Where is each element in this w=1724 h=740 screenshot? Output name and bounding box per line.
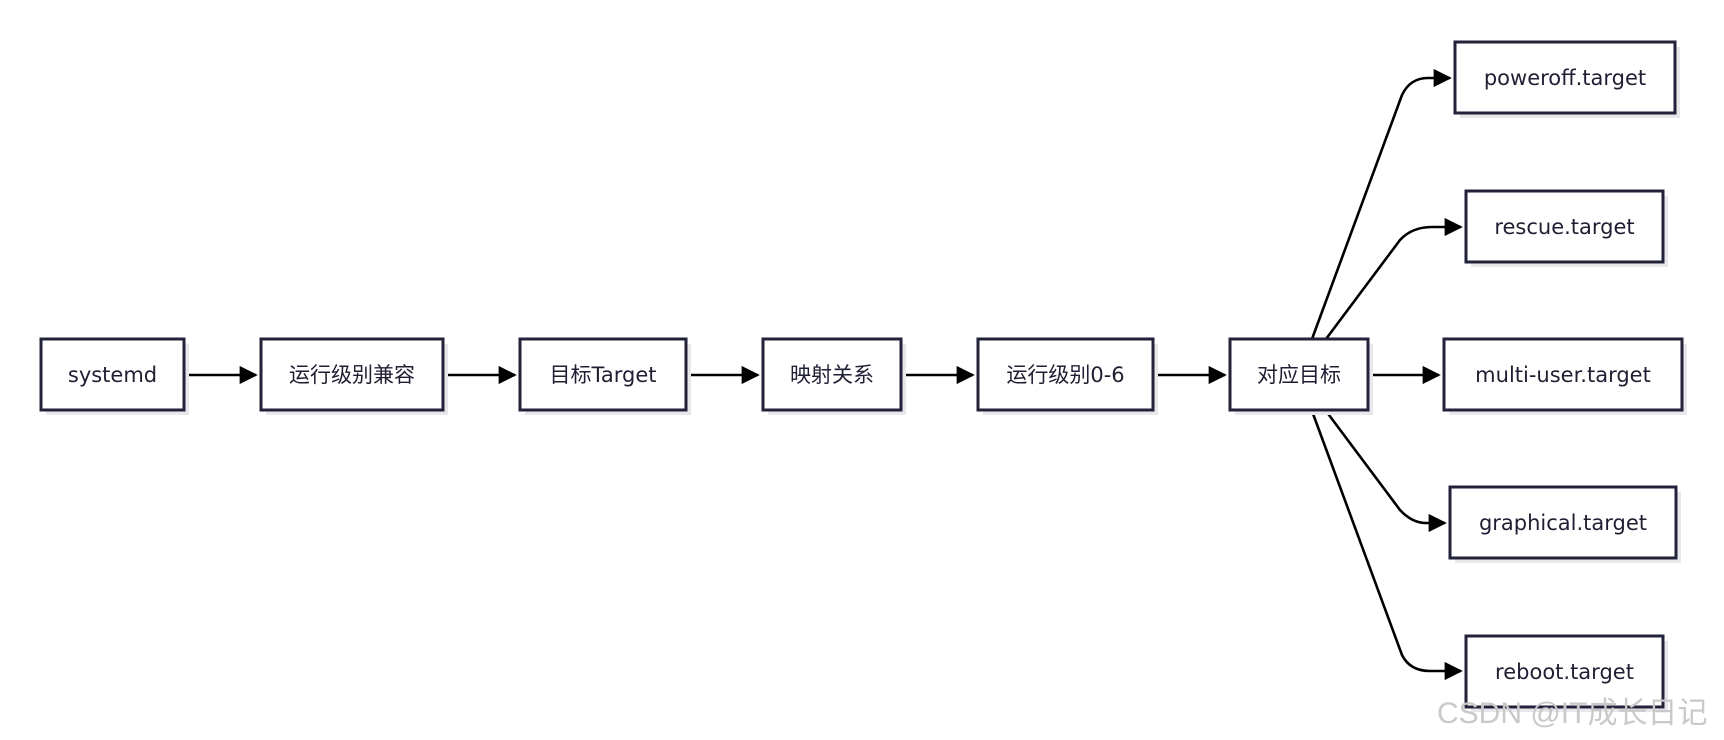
- edges: [185, 68, 1463, 681]
- node-target-label: 目标Target: [550, 363, 657, 387]
- node-runlevel-compat-label: 运行级别兼容: [289, 363, 415, 387]
- edge-corresponding-target-to-poweroff: [1310, 68, 1452, 340]
- node-runlevel-0-6-label: 运行级别0-6: [1006, 363, 1124, 387]
- node-multi-user-target-label: multi-user.target: [1475, 363, 1651, 387]
- node-corresponding-target: 对应目标: [1228, 337, 1373, 415]
- edge-corresponding-target-to-rescue: [1324, 217, 1463, 340]
- node-graphical-target-label: graphical.target: [1479, 511, 1647, 535]
- node-rescue-target: rescue.target: [1464, 189, 1668, 267]
- edge-corresponding-target-to-reboot: [1310, 410, 1463, 681]
- node-runlevel-0-6: 运行级别0-6: [976, 337, 1158, 415]
- node-reboot-target: reboot.target: [1464, 634, 1668, 712]
- node-graphical-target: graphical.target: [1448, 485, 1681, 563]
- node-corresponding-target-label: 对应目标: [1257, 363, 1341, 387]
- node-reboot-target-label: reboot.target: [1495, 660, 1634, 684]
- node-mapping-label: 映射关系: [790, 363, 874, 387]
- node-systemd-label: systemd: [68, 363, 157, 387]
- node-runlevel-compat: 运行级别兼容: [259, 337, 448, 415]
- node-mapping: 映射关系: [761, 337, 906, 415]
- node-target: 目标Target: [518, 337, 691, 415]
- node-multi-user-target: multi-user.target: [1442, 337, 1687, 415]
- node-poweroff-target-label: poweroff.target: [1484, 66, 1646, 90]
- node-poweroff-target: poweroff.target: [1453, 40, 1680, 118]
- watermark: CSDN @IT成长日记: [1437, 697, 1708, 730]
- edge-corresponding-target-to-graphical: [1324, 410, 1447, 533]
- node-rescue-target-label: rescue.target: [1494, 215, 1634, 239]
- node-systemd: systemd: [39, 337, 189, 415]
